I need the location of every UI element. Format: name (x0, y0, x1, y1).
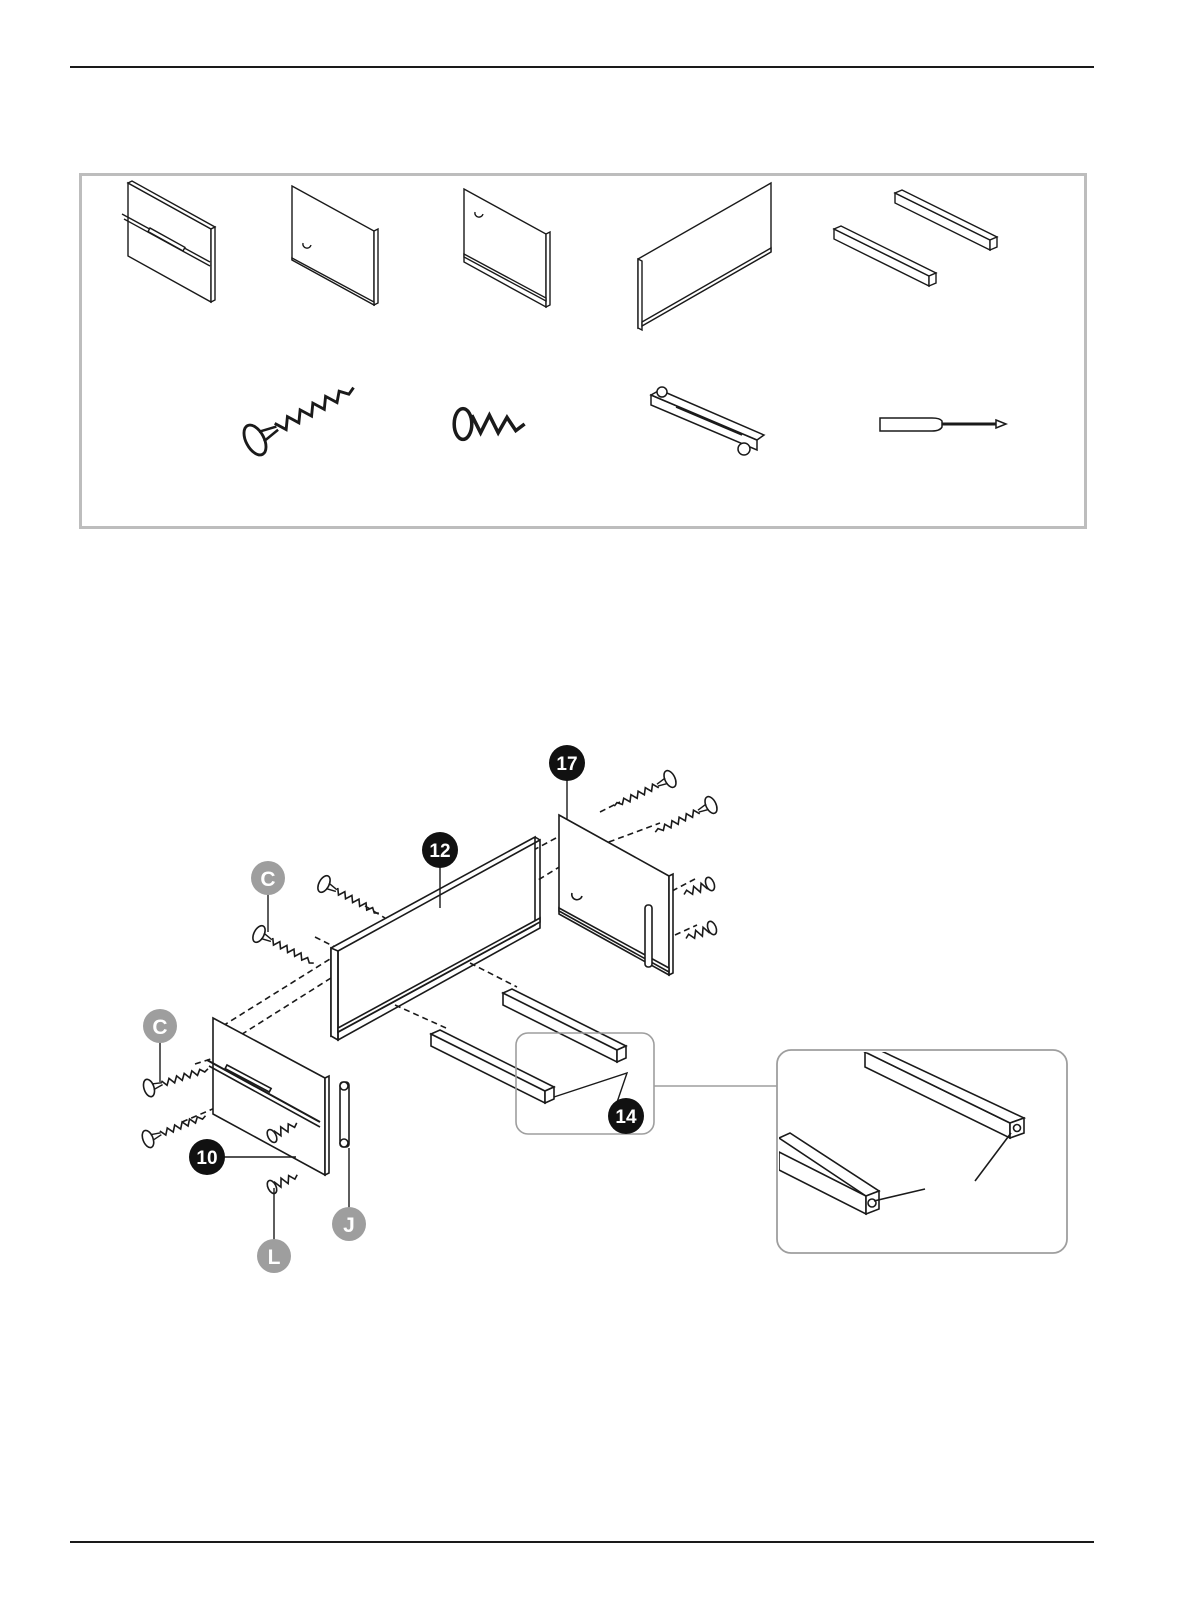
back-panel-12 (331, 837, 540, 1040)
callout-c-lower: C (143, 1009, 177, 1043)
svg-text:J: J (343, 1214, 355, 1237)
svg-text:L: L (268, 1246, 281, 1269)
callout-14: 14 (608, 1098, 644, 1134)
side-panel-17 (559, 815, 673, 975)
callout-c-upper: C (251, 861, 285, 895)
long-screw-icon (239, 373, 361, 458)
svg-text:10: 10 (196, 1148, 217, 1169)
svg-text:C: C (260, 868, 275, 891)
detail-view (777, 1048, 1067, 1253)
side-panel-10 (207, 1018, 329, 1175)
svg-text:17: 17 (556, 754, 577, 775)
callout-12: 12 (422, 832, 458, 868)
svg-text:12: 12 (429, 841, 450, 862)
rails-icon (834, 190, 997, 286)
callout-j: J (332, 1207, 366, 1241)
support-rails-14 (431, 989, 626, 1103)
long-panel-icon (638, 183, 771, 330)
bracket-j (340, 1082, 349, 1147)
side-panel-icon (464, 189, 550, 307)
svg-text:14: 14 (615, 1107, 637, 1128)
side-panel-with-rail-icon (122, 181, 215, 302)
callout-17: 17 (549, 745, 585, 781)
screwdriver-icon (880, 418, 1006, 431)
short-screw-icon (454, 409, 524, 440)
svg-text:C: C (152, 1016, 167, 1039)
bracket-icon (651, 387, 764, 455)
callout-l: L (257, 1239, 291, 1273)
callout-10: 10 (189, 1139, 225, 1175)
side-panel-icon (292, 186, 378, 305)
